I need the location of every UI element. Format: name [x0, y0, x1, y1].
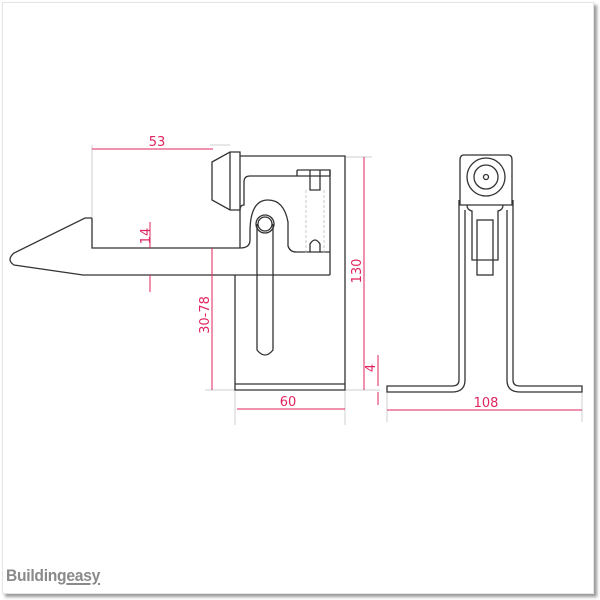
- dimension-lines: [92, 148, 582, 411]
- brand-logo-part1: Building: [6, 566, 67, 585]
- brand-logo-part2: easy: [66, 566, 101, 585]
- dim-overall-height: 130: [350, 259, 365, 284]
- brand-logo: Buildingeasy: [6, 566, 100, 586]
- side-view: [9, 151, 346, 391]
- front-view: [386, 154, 583, 393]
- extension-lines: [91, 144, 583, 425]
- dim-front-base-width: 108: [474, 396, 499, 411]
- drawing-frame: [2, 2, 594, 594]
- dim-top-width: 53: [149, 135, 166, 150]
- dim-plate-thickness: 4: [364, 364, 379, 372]
- dim-base-width: 60: [280, 395, 297, 410]
- dim-jaw-height: 14: [139, 228, 154, 245]
- hidden-lines: [305, 190, 325, 255]
- dim-adjust-range: 30-78: [198, 296, 213, 334]
